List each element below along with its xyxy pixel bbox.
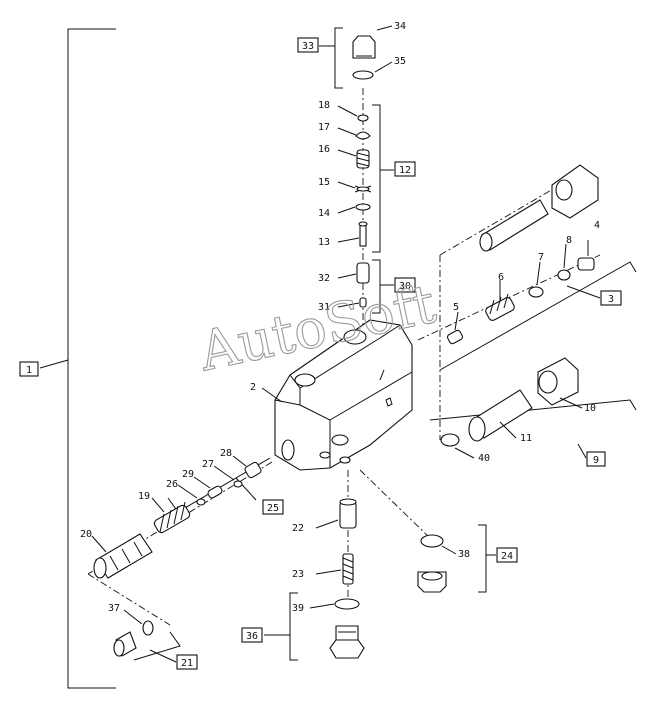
part-label-22: 22 [292,523,304,534]
group-label-1: 1 [26,365,32,376]
part-label-6: 6 [498,272,504,283]
part-label-5: 5 [453,302,459,313]
group-label-25: 25 [267,503,279,514]
part-label-15: 15 [318,177,330,188]
part-label-18: 18 [318,100,330,111]
right-spool-axis-line [439,184,561,256]
sleeve-22: 22 [292,498,357,534]
group-24: 24 38 [417,524,518,593]
group-1-bracket: 1 [19,28,116,689]
group-30: 30 32 31 [318,259,416,314]
part-label-20: 20 [80,529,92,540]
part-label-34: 34 [394,21,406,32]
part-label-16: 16 [318,144,330,155]
part-label-31: 31 [318,302,330,313]
part-label-39: 39 [292,603,304,614]
part-label-13: 13 [318,237,330,248]
part-label-27: 27 [202,459,214,470]
part-label-37: 37 [108,603,120,614]
part-label-23: 23 [292,569,304,580]
group-label-36: 36 [246,631,258,642]
group-label-33: 33 [302,41,314,52]
group-label-30: 30 [399,281,411,292]
group-label-24: 24 [501,551,513,562]
part-label-32: 32 [318,273,330,284]
part-label-4: 4 [594,220,600,231]
group-25: 25 28 27 29 26 [166,448,284,515]
oring-35-part [352,70,374,80]
left-lower-axis-line [87,573,171,626]
group-label-21: 21 [181,658,193,669]
spring-19: 19 [138,491,191,534]
group-12: 12 18 17 16 15 14 13 [318,100,416,253]
spool-20: 20 [80,529,153,579]
part-label-19: 19 [138,491,150,502]
group-3: 3 4 8 7 6 5 [439,164,637,371]
part-label-38: 38 [458,549,470,560]
part-label-10: 10 [584,403,596,414]
group-9: 9 10 11 40 [429,357,637,467]
group-21: 21 37 [108,603,198,670]
part-label-28: 28 [220,448,232,459]
part-label-8: 8 [566,235,572,246]
valve-body-2: 2 [250,319,413,471]
group-label-3: 3 [608,294,614,305]
part-label-17: 17 [318,122,330,133]
group-label-9: 9 [593,455,599,466]
part-label-26: 26 [166,479,178,490]
plug-34-part [352,35,376,59]
part-label-7: 7 [538,252,544,263]
group-36: 36 39 [241,592,365,661]
lower-right-axis-line [359,469,433,541]
part-label-2: 2 [250,382,256,393]
spring-23: 23 [292,553,354,585]
part-label-11: 11 [520,433,532,444]
part-label-14: 14 [318,208,330,219]
group-label-12: 12 [399,165,411,176]
part-label-29: 29 [182,469,194,480]
group-33: 33 34 35 [297,21,406,89]
part-label-40: 40 [478,453,490,464]
part-label-35: 35 [394,56,406,67]
